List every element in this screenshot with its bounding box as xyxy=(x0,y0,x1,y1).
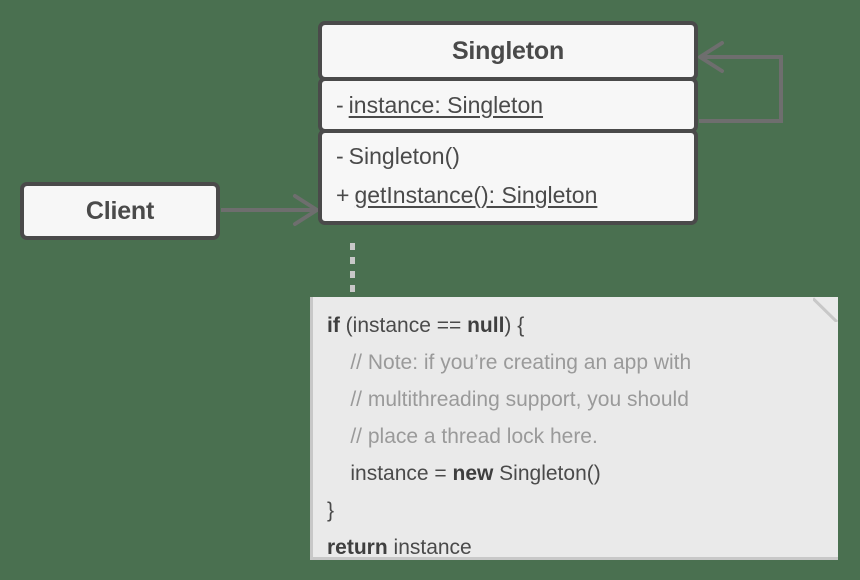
code-indent xyxy=(327,425,350,448)
method-get-instance: +getInstance(): Singleton xyxy=(336,176,680,215)
code-text: // Note: if you’re creating an app with xyxy=(350,351,692,374)
code-note: if (instance == null) { // Note: if you’… xyxy=(310,297,838,560)
code-text: // place a thread lock here. xyxy=(350,425,598,448)
class-box-singleton[interactable]: Singleton -instance: Singleton -Singleto… xyxy=(318,21,698,225)
code-keyword: null xyxy=(467,314,505,337)
method-constructor: -Singleton() xyxy=(336,137,680,176)
note-dashed-link xyxy=(350,243,355,298)
self-association-arrowhead xyxy=(698,41,724,73)
code-indent xyxy=(327,351,350,374)
class-title-singleton: Singleton xyxy=(451,36,565,65)
class-box-client[interactable]: Client xyxy=(20,182,220,240)
attribute-instance: -instance: Singleton xyxy=(336,86,680,125)
attribute-visibility: - xyxy=(336,91,344,118)
class-title-client: Client xyxy=(85,196,155,225)
class-attributes-compartment: -instance: Singleton xyxy=(318,77,698,133)
code-text: } xyxy=(327,499,335,522)
note-code-line: } xyxy=(327,492,838,529)
class-name-compartment: Client xyxy=(20,182,220,240)
code-text: // multithreading support, you should xyxy=(350,388,689,411)
relation-singleton-self xyxy=(698,41,783,123)
method-signature: getInstance(): Singleton xyxy=(354,182,598,208)
code-text: instance xyxy=(387,536,472,559)
code-keyword: return xyxy=(327,536,388,559)
attribute-signature: instance: Singleton xyxy=(348,91,544,118)
self-association-line xyxy=(699,55,783,123)
code-keyword: new xyxy=(452,462,494,485)
code-text: Singleton() xyxy=(493,462,601,485)
note-code-line: if (instance == null) { xyxy=(327,307,838,344)
code-text: instance = xyxy=(350,462,453,485)
code-indent xyxy=(327,462,350,485)
note-code-line: // place a thread lock here. xyxy=(327,418,838,455)
note-folded-corner-icon xyxy=(813,297,838,322)
code-keyword: if xyxy=(327,314,340,337)
note-code-line: // Note: if you’re creating an app with xyxy=(327,344,838,381)
method-visibility: + xyxy=(336,182,350,208)
client-association-arrowhead xyxy=(293,194,319,226)
note-code-line: return instance xyxy=(327,529,838,566)
method-signature: Singleton() xyxy=(348,143,460,169)
code-text: ) { xyxy=(504,314,525,337)
code-text: (instance == xyxy=(339,314,468,337)
note-code-line: // multithreading support, you should xyxy=(327,381,838,418)
class-methods-compartment: -Singleton() +getInstance(): Singleton xyxy=(318,129,698,225)
code-indent xyxy=(327,388,350,411)
relation-client-to-singleton xyxy=(221,194,319,226)
note-code-line: instance = new Singleton() xyxy=(327,455,838,492)
note-fold-edge xyxy=(813,297,838,322)
note-code-lines: if (instance == null) { // Note: if you’… xyxy=(327,307,838,566)
method-visibility: - xyxy=(336,143,344,169)
class-name-compartment: Singleton xyxy=(318,21,698,81)
